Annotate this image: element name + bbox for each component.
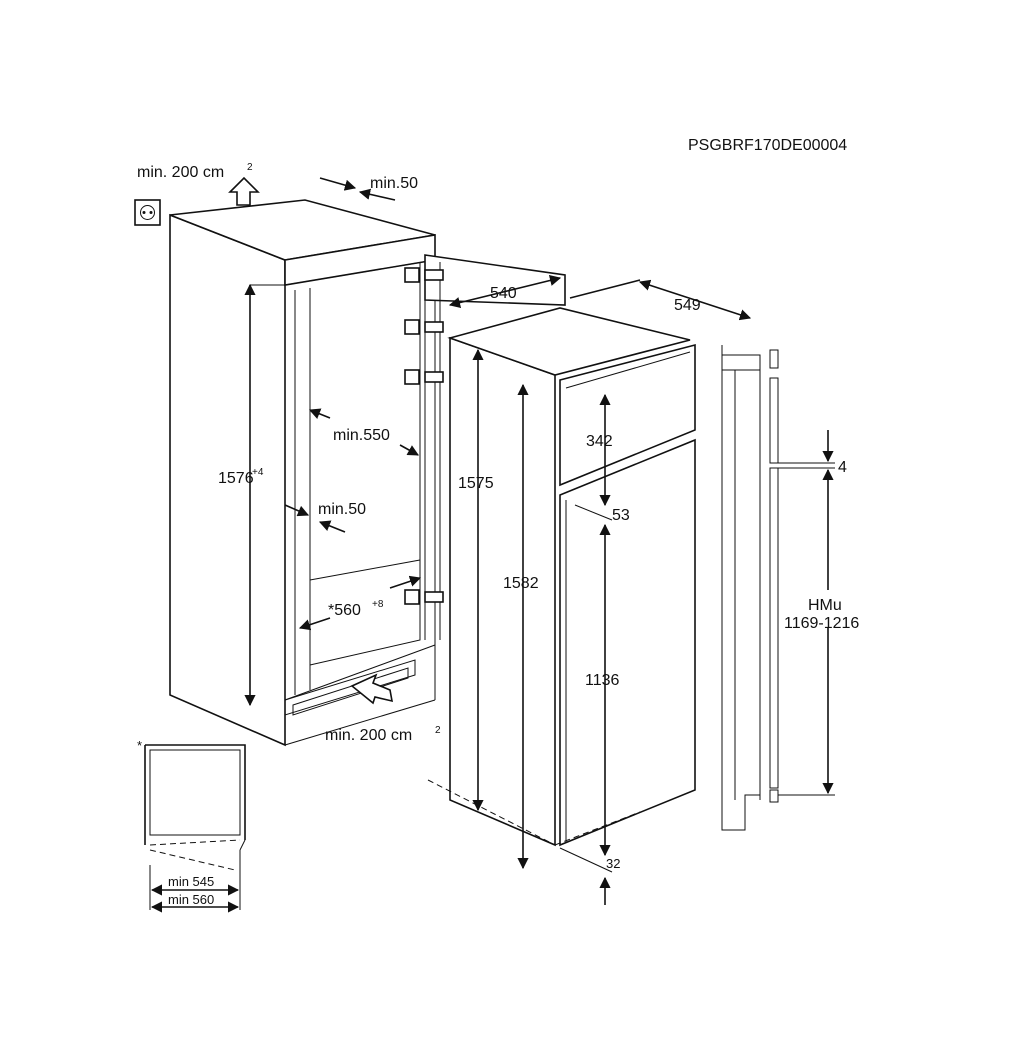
document-code: PSGBRF170DE00004 xyxy=(688,137,847,154)
hinge-icon xyxy=(404,267,444,605)
height-appliance-label: 1575 xyxy=(458,475,494,492)
top-offset-label: 4 xyxy=(838,459,847,476)
height-niche-label: 1576 xyxy=(218,470,254,487)
vent-bottom-sup: 2 xyxy=(435,725,441,736)
gap-top-label: min.50 xyxy=(370,175,418,192)
bottom-gap-label: 32 xyxy=(606,856,620,871)
depth-appliance-label: 540 xyxy=(490,285,517,302)
depth-niche-label: min.550 xyxy=(333,427,390,444)
asterisk-mark: * xyxy=(137,738,142,753)
width-niche-label: *560 xyxy=(328,602,361,619)
hmu-range: 1169-1216 xyxy=(784,615,859,632)
height-niche-sup: +4 xyxy=(252,467,264,478)
power-socket-icon xyxy=(134,199,161,226)
airflow-in-arrow-icon xyxy=(350,673,394,705)
hmu-title: HMu xyxy=(808,597,842,614)
door-gap-label: 53 xyxy=(612,507,630,524)
fridge-door-label: 1136 xyxy=(585,672,620,689)
width-appliance-label: 549 xyxy=(674,297,701,314)
vent-bottom-label: min. 200 cm xyxy=(325,727,412,744)
width-niche-sup: +8 xyxy=(372,599,384,610)
appliance-body xyxy=(427,307,696,847)
section-min1-label: min 545 xyxy=(168,874,214,889)
niche-cross-section xyxy=(144,744,246,910)
airflow-up-arrow-icon xyxy=(228,176,260,206)
vent-top-label: min. 200 cm xyxy=(137,164,224,181)
side-profile xyxy=(721,345,835,831)
vent-top-sup: 2 xyxy=(247,162,253,173)
gap-side-label: min.50 xyxy=(318,501,366,518)
freezer-door-label: 342 xyxy=(586,433,613,450)
section-min2-label: min 560 xyxy=(168,892,214,907)
height-total-label: 1582 xyxy=(503,575,539,592)
